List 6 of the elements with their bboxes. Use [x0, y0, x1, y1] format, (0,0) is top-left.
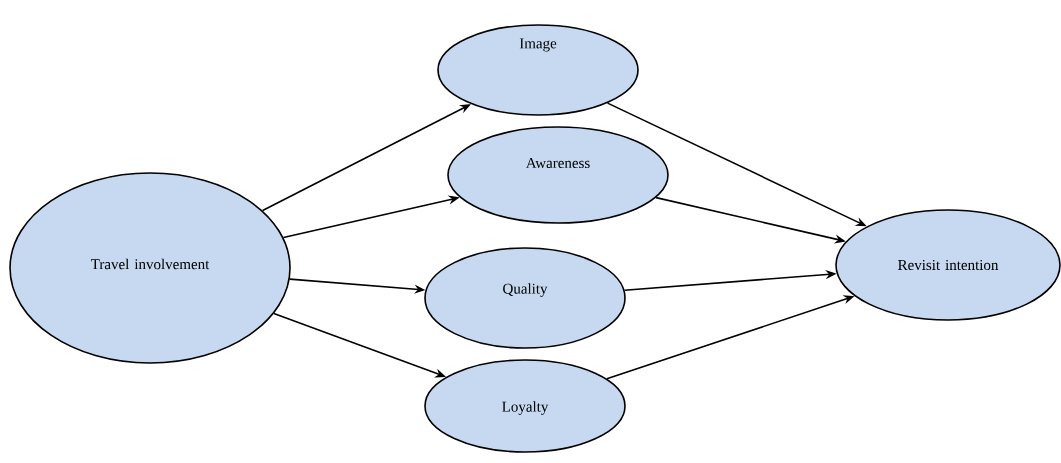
ellipse-node: Quality — [424, 247, 626, 349]
ellipse-node: Travel involvement — [9, 172, 291, 364]
ellipse-node: Loyalty — [424, 359, 626, 453]
ellipse-node: Awareness — [447, 126, 669, 224]
ellipse-node: Revisit intention — [835, 209, 1061, 321]
ellipse-node: Image — [437, 24, 639, 116]
